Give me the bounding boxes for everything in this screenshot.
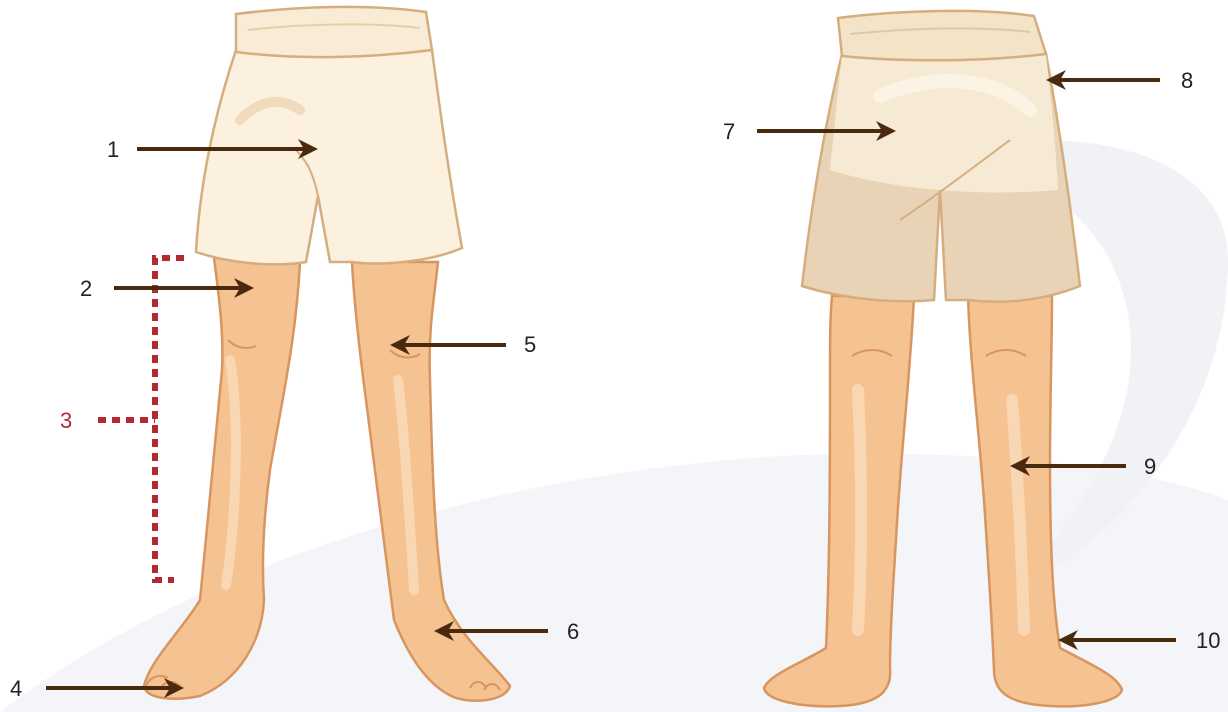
label-1: 1 — [107, 137, 119, 162]
label-7: 7 — [723, 119, 735, 144]
back-waistband — [838, 11, 1046, 60]
front-waistband — [236, 7, 432, 57]
lower-leg-bracket — [98, 258, 184, 580]
label-3: 3 — [60, 408, 72, 433]
label-4: 4 — [10, 676, 22, 701]
label-10: 10 — [1196, 628, 1220, 653]
front-shorts — [196, 50, 462, 264]
label-8: 8 — [1181, 68, 1193, 93]
label-2: 2 — [80, 276, 92, 301]
label-9: 9 — [1144, 454, 1156, 479]
label-6: 6 — [567, 619, 579, 644]
label-5: 5 — [524, 332, 536, 357]
